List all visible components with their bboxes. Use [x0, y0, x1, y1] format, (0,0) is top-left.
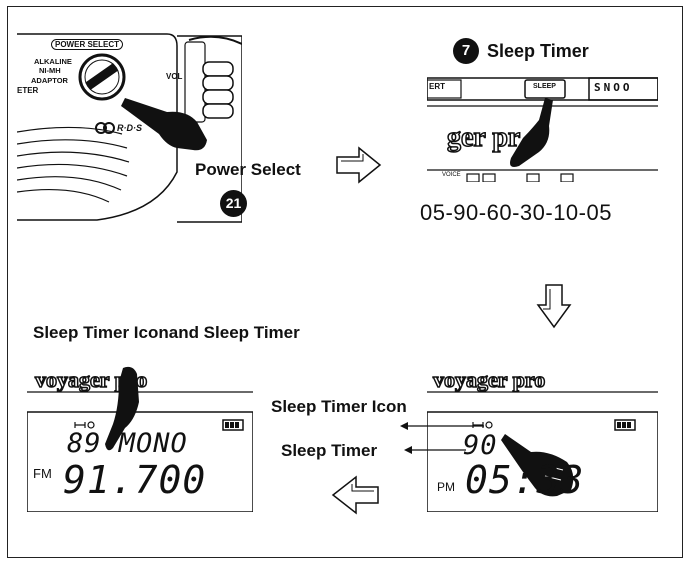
lcd-fm-illustration: voyager pro 89 MONO FM 91.700 — [27, 362, 253, 512]
pointing-hand-icon — [105, 366, 139, 451]
ampm-label: PM — [437, 480, 455, 494]
vol-label: VOL — [166, 72, 183, 81]
sleep-sequence: 05-90-60-30-10-05 — [420, 200, 612, 225]
brand-fragment-4: voyager pro — [432, 366, 546, 393]
pointing-hand-icon — [510, 98, 553, 167]
clock-display: 05:33 — [465, 458, 585, 502]
frequency-display: 91.700 — [63, 458, 207, 502]
radio-top-drawing — [427, 77, 658, 182]
page-frame — [7, 6, 683, 558]
battery-icon — [222, 419, 244, 431]
leader-lines — [400, 422, 484, 454]
sleep-timer-title: Sleep Timer — [487, 41, 589, 61]
button-left-fragment: ERT — [429, 82, 445, 91]
meter-fragment: ETER — [17, 86, 39, 95]
band-label: FM — [33, 466, 52, 481]
sleep-button-illustration: ERT SLEEP SNOO ger pr VOICE — [427, 70, 658, 182]
power-select-caption: Power Select — [195, 160, 301, 179]
option-adaptor: ADAPTOR — [31, 76, 68, 85]
voice-label: VOICE — [442, 172, 461, 178]
step-badge-21: 21 — [220, 190, 247, 217]
battery-icon — [614, 419, 636, 431]
sleep-timer-icon-label: Sleep Timer Icon — [271, 397, 407, 416]
lcd-timer-illustration: voyager pro 90 PM 05:33 — [427, 362, 658, 512]
sleep-button[interactable]: SLEEP — [533, 83, 556, 90]
power-select-illustration: POWER SELECT ALKALINE NI-MH ADAPTOR ETER… — [17, 22, 242, 225]
sleep-timer-label: Sleep Timer — [281, 441, 378, 460]
arrow-left-icon — [331, 475, 379, 515]
pointing-hand-icon — [121, 98, 207, 151]
option-alkaline: ALKALINE — [34, 57, 72, 66]
pointing-hand-icon — [501, 434, 574, 497]
lcd-sleep-minutes: 90 — [463, 430, 498, 461]
step-badge-7: 7 — [453, 38, 479, 64]
snooze-fragment: SNOO — [594, 81, 633, 94]
brand-fragment: ger pr — [446, 121, 521, 154]
rds-label: R·D·S — [117, 123, 142, 133]
sleep-timer-icon — [74, 421, 95, 429]
arrow-right-icon — [336, 146, 382, 184]
radio-side-drawing — [17, 33, 242, 223]
sleep-timer-icon — [472, 421, 493, 429]
option-nimh: NI-MH — [39, 66, 61, 75]
power-select-title: POWER SELECT — [51, 39, 124, 50]
lcd-station-line: 89 MONO — [67, 428, 188, 459]
panel3-caption: Sleep Timer Iconand Sleep Timer — [33, 323, 300, 342]
arrow-down-icon — [536, 284, 572, 329]
